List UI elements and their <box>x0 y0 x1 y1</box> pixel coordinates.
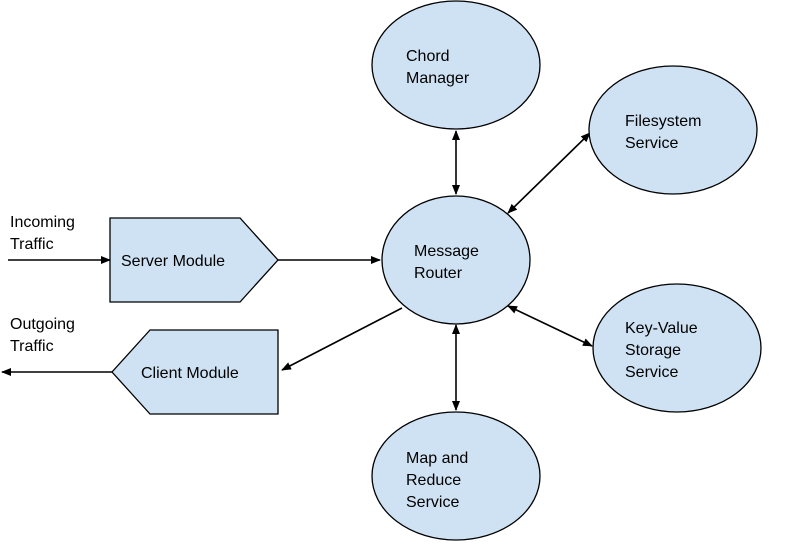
edge-keyvalue-router <box>507 305 593 347</box>
incoming-traffic-label: Incoming Traffic <box>10 214 79 253</box>
key-value-service-node <box>592 283 762 413</box>
filesystem-service-node <box>588 65 758 195</box>
edge-router-client <box>281 307 403 371</box>
server-module-label: Server Module <box>121 253 225 270</box>
client-module-node <box>111 329 279 415</box>
map-reduce-service-node <box>371 411 541 541</box>
message-router-node <box>381 195 531 325</box>
filesystem-service-label: Filesystem Service <box>625 113 706 152</box>
message-router-label: Message Router <box>414 243 483 282</box>
key-value-service-label: Key-Value Storage Service <box>625 320 702 381</box>
client-module-label: Client Module <box>141 365 239 382</box>
map-reduce-service-label: Map and Reduce Service <box>406 450 473 511</box>
chord-manager-node <box>371 0 541 130</box>
edge-filesystem-router <box>507 132 591 214</box>
chord-manager-label: Chord Manager <box>406 48 470 87</box>
outgoing-traffic-label: Outgoing Traffic <box>10 316 79 355</box>
server-module-node <box>109 217 279 303</box>
